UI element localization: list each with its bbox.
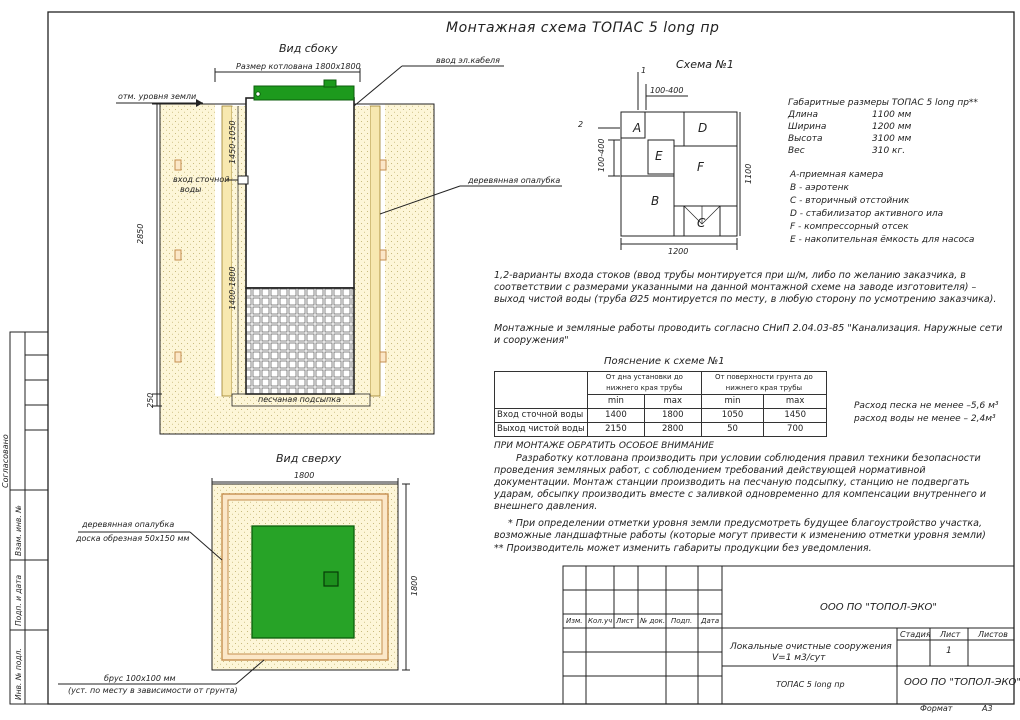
legend-item: Е - накопительная ёмкость для насоса	[790, 235, 975, 245]
scheme-dim-2: 2	[578, 120, 584, 129]
footnote-2: ** Производитель может изменить габариты…	[494, 543, 872, 554]
compartment-a: A	[633, 121, 642, 135]
compartment-c: C	[697, 216, 706, 230]
scheme-dim-1100: 1100	[744, 163, 753, 184]
table-row: Вход сточной воды 1400 1800 1050 1450	[494, 408, 827, 423]
side-view	[116, 65, 562, 435]
top-view-title: Вид сверху	[276, 452, 342, 465]
min-header: min	[700, 394, 765, 409]
sand-bed-label: песчаная подсыпка	[258, 395, 342, 404]
legend-item: С - вторичный отстойник	[790, 196, 910, 206]
compartment-b: B	[651, 194, 660, 208]
col-change: Изм.	[566, 617, 583, 625]
stamp-replace: Взам. инв. №	[14, 505, 23, 556]
explanation-table: От дна установки до нижнего края трубы О…	[494, 371, 828, 437]
legend-item: В - аэротенк	[790, 183, 849, 193]
attention-title: ПРИ МОНТАЖЕ ОБРАТИТЬ ОСОБОЕ ВНИМАНИЕ	[494, 441, 714, 451]
dim-length-label: Длина	[788, 110, 819, 120]
sheet-header: Лист	[940, 630, 961, 639]
legend-item: А-приемная камера	[790, 170, 884, 180]
compartment-e: E	[655, 149, 663, 163]
dim-bed: 250	[146, 392, 155, 408]
col-date: Дата	[701, 617, 720, 625]
sheet-number: 1	[946, 646, 952, 656]
top-formwork-2: доска обрезная 50х150 мм	[76, 534, 190, 543]
sand-consumption: Расход песка не менее –5,6 м³	[854, 401, 999, 411]
sheet-title: Монтажная схема ТОПАС 5 long пр	[446, 20, 720, 36]
attention-text: Разработку котлована производить при усл…	[494, 453, 987, 512]
col-sign: Подп.	[671, 617, 693, 625]
stamp-sign-date: Подп. и дата	[14, 574, 23, 626]
dim-total: 2850	[136, 223, 145, 244]
dim-inlet: 1450-1050	[228, 120, 237, 164]
scheme-dim-side: 100-400	[597, 138, 606, 172]
dim-height-value: 3100 мм	[872, 134, 912, 144]
table-row: Выход чистой воды 2150 2800 50 700	[494, 422, 827, 437]
min-header: min	[587, 394, 645, 409]
top-formwork-1: деревянная опалубка	[82, 520, 175, 529]
group-1-header: От дна установки до нижнего края трубы	[587, 371, 702, 395]
scheme-1	[598, 72, 741, 250]
top-beam-2: (уст. по месту в зависимости от грунта)	[68, 686, 238, 695]
dim-weight-value: 310 кг.	[872, 146, 906, 156]
dim-width-label: Ширина	[788, 122, 827, 132]
col-doc: № док.	[640, 617, 666, 625]
formwork-label: деревянная опалубка	[468, 176, 561, 185]
format-label: Формат	[920, 704, 953, 713]
legend-item: D - стабилизатор активного ила	[790, 209, 944, 219]
scheme-dim-1200: 1200	[668, 247, 689, 256]
stamp-agreed: Согласовано	[1, 434, 10, 488]
cable-inlet-label: ввод эл.кабеля	[436, 56, 500, 65]
format-value: А3	[982, 704, 993, 713]
dim-outlet: 1400-1800	[228, 266, 237, 310]
stamp-inv: Инв. № подл.	[14, 648, 23, 700]
top-width-dim: 1800	[294, 471, 315, 480]
dimensions-heading: Габаритные размеры ТОПАС 5 long пр**	[788, 98, 978, 108]
legend-item: F - компрессорный отсек	[790, 222, 909, 232]
side-view-title: Вид сбоку	[279, 42, 338, 55]
object-name: Локальные очистные сооружения	[730, 642, 892, 652]
sewage-inlet-label-2: воды	[180, 185, 202, 194]
max-header: max	[643, 394, 702, 409]
scheme-dim-1: 1	[641, 66, 647, 75]
product-name: ТОПАС 5 long пр	[776, 680, 845, 689]
top-beam-1: брус 100х100 мм	[104, 674, 176, 683]
snip-note: Монтажные и земляные работы проводить со…	[494, 323, 1003, 346]
dim-width-value: 1200 мм	[872, 122, 912, 132]
company-name: ООО ПО "ТОПОЛ-ЭКО"	[820, 602, 938, 613]
dim-height-label: Высота	[788, 134, 823, 144]
max-header: max	[763, 394, 827, 409]
title-block	[562, 565, 1015, 705]
compartment-f: F	[697, 160, 704, 174]
ground-level-label: отм. уровня земли	[118, 92, 197, 101]
stage-header: Стадия	[900, 630, 931, 639]
col-count: Кол.уч	[588, 617, 613, 625]
scheme-dim-top: 100-400	[650, 86, 684, 95]
pit-size-label: Размер котлована 1800х1800	[236, 62, 361, 71]
company-name-2: ООО ПО "ТОПОЛ-ЭКО"	[904, 677, 1020, 688]
capacity: V=1 м3/сут	[772, 653, 826, 663]
dim-length-value: 1100 мм	[872, 110, 912, 120]
group-2-header: От поверхности грунта до нижнего края тр…	[700, 371, 828, 395]
inlet-variants-note: 1,2-варианты входа стоков (ввод трубы мо…	[494, 270, 997, 305]
top-view	[58, 478, 410, 685]
water-consumption: расход воды не менее – 2,4м³	[854, 414, 996, 424]
explanation-caption: Пояснение к схеме №1	[604, 356, 725, 367]
footnote-1: * При определении отметки уровня земли п…	[494, 518, 986, 541]
top-height-dim: 1800	[410, 575, 419, 596]
col-sheet: Лист	[616, 617, 634, 625]
side-stamp	[9, 331, 49, 705]
sheets-header: Листов	[978, 630, 1008, 639]
scheme-title: Схема №1	[676, 58, 734, 71]
sewage-inlet-label-1: вход сточной	[173, 175, 230, 184]
compartment-d: D	[698, 121, 708, 135]
dim-weight-label: Вес	[788, 146, 805, 156]
